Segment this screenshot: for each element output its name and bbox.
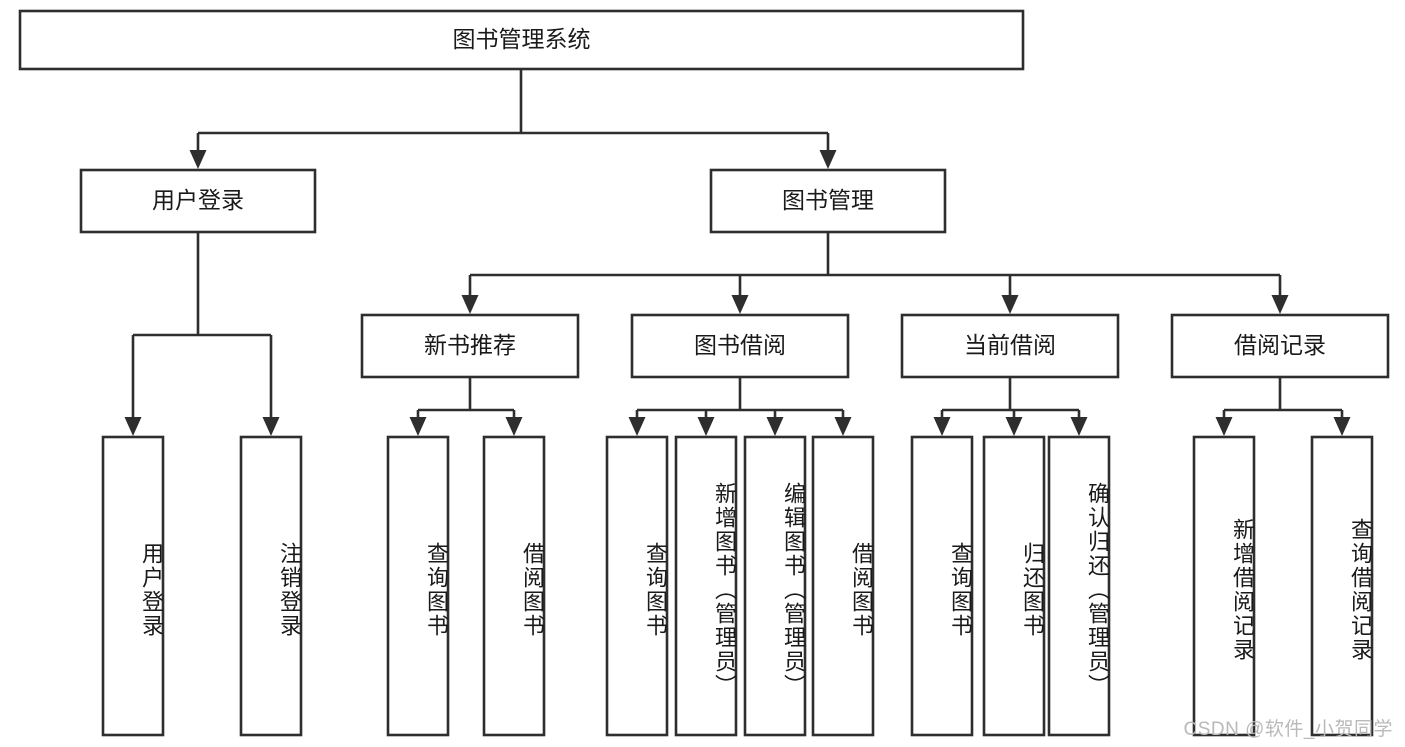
node-book-borrow-label: 图书借阅: [694, 332, 786, 358]
connector-book-borrow-to-leaves: [628, 377, 852, 436]
node-current-borrow-box[interactable]: [900, 313, 1120, 379]
connector-current-borrow-to-leaves: [933, 377, 1088, 436]
node-borrow-record-label: 借阅记录: [1234, 332, 1326, 358]
node-leaf-query-book-3-box[interactable]: [910, 435, 974, 737]
node-leaf-edit-book-box[interactable]: [743, 435, 807, 737]
node-leaf-query-record-box[interactable]: [1310, 435, 1374, 737]
node-borrow-record-box[interactable]: [1170, 313, 1390, 379]
connector-arrowhead: [189, 150, 207, 169]
node-user-login-box[interactable]: [79, 168, 317, 234]
node-leaf-query-book-2-box[interactable]: [605, 435, 669, 737]
connector-arrowhead: [461, 295, 479, 314]
connector-arrowhead: [505, 417, 523, 436]
node-book-manage-label: 图书管理: [782, 187, 874, 213]
connector-root-to-level2: [189, 69, 837, 169]
node-leaf-user-login-box[interactable]: [101, 435, 165, 737]
node-new-book-recommend-label: 新书推荐: [424, 332, 516, 358]
connector-userlogin-to-leaves: [124, 232, 280, 436]
connector-arrowhead: [819, 150, 837, 169]
connector-arrowhead: [1005, 417, 1023, 436]
node-current-borrow-label: 当前借阅: [964, 332, 1056, 358]
connector-arrowhead: [766, 417, 784, 436]
connector-arrowhead: [731, 295, 749, 314]
node-leaf-query-book-1-box[interactable]: [386, 435, 450, 737]
connector-arrowhead: [124, 417, 142, 436]
node-leaf-borrow-book-1-box[interactable]: [482, 435, 546, 737]
node-leaf-add-record-box[interactable]: [1192, 435, 1256, 737]
connectors-layer: [124, 69, 1351, 436]
connector-arrowhead: [1271, 295, 1289, 314]
node-boxes-layer: [18, 9, 1390, 737]
connector-arrowhead: [697, 417, 715, 436]
node-root-label: 图书管理系统: [453, 26, 591, 52]
connector-arrowhead: [628, 417, 646, 436]
node-root-box[interactable]: [18, 9, 1025, 71]
connector-arrowhead: [933, 417, 951, 436]
connector-arrowhead: [262, 417, 280, 436]
node-leaf-add-book-box[interactable]: [674, 435, 738, 737]
connector-new-book-recommend-to-leaves: [409, 377, 523, 436]
connector-arrowhead: [834, 417, 852, 436]
node-user-login-label: 用户登录: [152, 187, 244, 213]
node-leaf-confirm-return-box[interactable]: [1047, 435, 1111, 737]
connector-bookmanage-to-level3: [461, 232, 1289, 314]
node-leaf-return-book-box[interactable]: [982, 435, 1046, 737]
node-book-borrow-box[interactable]: [630, 313, 850, 379]
node-leaf-user-logout-box[interactable]: [239, 435, 303, 737]
connector-arrowhead: [1333, 417, 1351, 436]
connector-arrowhead: [1001, 295, 1019, 314]
node-new-book-recommend-box[interactable]: [360, 313, 580, 379]
connector-arrowhead: [1215, 417, 1233, 436]
watermark-text: CSDN @软件_小贺同学: [1183, 719, 1393, 740]
connector-arrowhead: [1070, 417, 1088, 436]
connector-borrow-record-to-leaves: [1215, 377, 1351, 436]
node-leaf-borrow-book-2-box[interactable]: [811, 435, 875, 737]
connector-arrowhead: [409, 417, 427, 436]
node-book-manage-box[interactable]: [709, 168, 947, 234]
